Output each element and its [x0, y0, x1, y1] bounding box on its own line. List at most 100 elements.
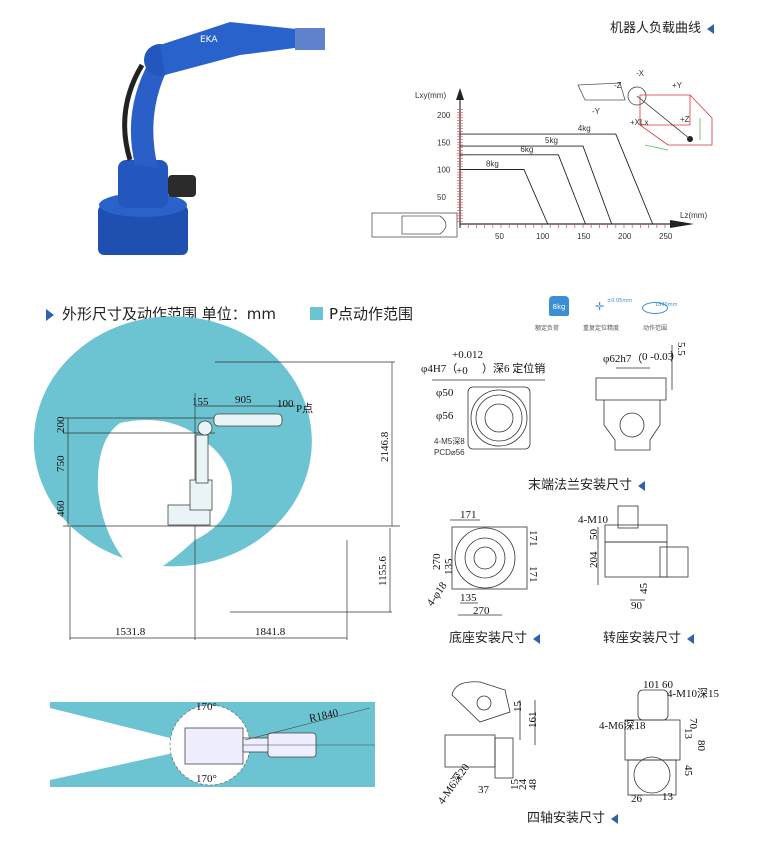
range-icon	[642, 302, 668, 314]
dim-905: 905	[235, 394, 252, 406]
svg-text:-Z: -Z	[614, 81, 622, 90]
base-holes-spec: 4-φ18	[425, 580, 450, 609]
flange-side-view	[595, 345, 673, 451]
base-drawing	[450, 519, 528, 616]
dim-48: 48	[527, 779, 539, 791]
spec-label: 额定负荷	[535, 325, 560, 332]
dim-5-5: 5.5	[675, 342, 687, 356]
x-tick-label: 200	[618, 232, 632, 241]
load-curve-title: 机器人负载曲线	[610, 17, 715, 36]
robot-side-view	[167, 413, 283, 526]
load-curve-8kg	[460, 169, 549, 225]
flange-caption: 末端法兰安装尺寸	[528, 474, 646, 493]
dim-135-vertical: 135	[443, 558, 455, 575]
turret-caption: 转座安装尺寸	[603, 627, 695, 646]
x-tick-label: 100	[536, 232, 550, 241]
y-tick-label: 200	[437, 111, 451, 120]
dimension-lines	[63, 361, 400, 640]
dimension-section-title: 外形尺寸及动作范围 单位：mm	[46, 303, 276, 324]
series-label: 6kg	[520, 145, 533, 154]
robot-logo: EKA	[200, 35, 218, 45]
pin-tolerance-lower: +0	[456, 365, 468, 377]
dim-2146-8: 2146.8	[379, 431, 391, 462]
dim-d56: φ56	[436, 410, 454, 422]
y-axis-arrow	[456, 88, 464, 100]
dim-270-horizontal: 270	[473, 605, 490, 617]
shaft-spec-end: ）	[670, 350, 681, 363]
dim-155: 155	[192, 396, 209, 408]
dim-171-right-b: 171	[527, 566, 539, 583]
dim-90: 90	[631, 600, 643, 612]
dim-100: 100	[277, 398, 294, 410]
dim-45: 45	[638, 583, 650, 595]
x-axis-arrow	[670, 220, 694, 228]
dim-45-r: 45	[682, 765, 694, 777]
dim-1531-8: 1531.8	[115, 626, 146, 638]
angle-bottom: 170°	[196, 773, 217, 785]
pin-tolerance-upper: +0.012	[452, 349, 483, 361]
gripper-side-view	[371, 212, 458, 238]
spec-value: ±0.05mm	[607, 298, 633, 304]
dim-1-5: 15	[509, 779, 521, 791]
base-caption: 底座安装尺寸	[449, 627, 541, 646]
dim-1841-8: 1841.8	[255, 626, 286, 638]
dim-161: 161	[527, 712, 539, 729]
load-curve-6kg	[460, 154, 586, 225]
svg-text:-Y: -Y	[592, 107, 601, 116]
series-label: 5kg	[545, 136, 558, 145]
p-point-envelope	[33, 316, 312, 567]
axis4-caption: 四轴安装尺寸	[527, 807, 619, 826]
dim-37: 37	[478, 784, 490, 796]
dim-80: 80	[695, 740, 707, 752]
spec-icons: 8kg 额定负荷 ✛ ±0.05mm 重复定位精度 1840mm 动作范围	[535, 296, 685, 336]
axis4-bolt-spec: 4-M10深15	[667, 687, 719, 700]
dim-200: 200	[55, 416, 67, 433]
x-axis-label: Lz(mm)	[680, 211, 707, 220]
shaft-tolerance: 0 -0.03	[642, 351, 674, 363]
svg-text:+Y: +Y	[672, 81, 683, 90]
y-tick-label: 100	[437, 166, 451, 175]
dim-13: 13	[682, 728, 694, 740]
envelope-legend: P点动作范围	[310, 303, 413, 324]
dim-171-top: 171	[460, 509, 477, 521]
dim-50: 50	[588, 529, 600, 541]
y-tick-label: 150	[437, 138, 451, 147]
dim-101: 101	[643, 679, 660, 691]
y-axis-label: Lxy(mm)	[415, 91, 446, 100]
x-tick-label: 50	[495, 232, 504, 241]
axis4-left-drawing	[444, 681, 536, 779]
y-tick-label: 50	[437, 193, 446, 202]
axis4-side-spec: 4-M6深18	[599, 719, 646, 732]
dim-d50: φ50	[436, 387, 454, 399]
svg-text:-X: -X	[636, 69, 645, 78]
svg-text:+XLx: +XLx	[630, 118, 648, 127]
dim-24: 24	[517, 779, 529, 791]
dim-13-b: 13	[662, 791, 674, 803]
spec-label: 重复定位精度	[583, 325, 620, 332]
axis4-right-drawing	[624, 689, 681, 796]
wrist-coordinate-diagram: -X +Y -Z -Y +XLx +Z	[577, 69, 713, 151]
x-tick-label: 150	[577, 232, 591, 241]
x-tick-label: 250	[659, 232, 673, 241]
load-curve-4kg	[460, 133, 654, 225]
flange-front-view	[432, 379, 545, 450]
svg-text:+Z: +Z	[680, 115, 690, 124]
dim-70: 70	[687, 718, 699, 730]
dim-750: 750	[55, 455, 67, 472]
dim-60: 60	[662, 679, 674, 691]
crosshair-icon: ✛	[595, 300, 605, 313]
pin-spec: φ4H7（	[421, 362, 457, 375]
dim-270-vertical: 270	[431, 553, 443, 570]
turret-drawing	[597, 505, 689, 601]
pcd-spec: PCD⌀56	[434, 448, 465, 457]
dim-135-horizontal: 135	[460, 592, 477, 604]
spec-label: 动作范围	[643, 325, 668, 332]
dim-204: 204	[588, 551, 600, 568]
turret-bolt-spec: 4-M10	[578, 514, 608, 526]
axis4-hole-spec: 4-M6深20	[435, 761, 473, 807]
p-point-label: P点	[296, 402, 313, 415]
weight-icon: 8kg	[549, 296, 569, 316]
series-label: 8kg	[486, 160, 499, 169]
